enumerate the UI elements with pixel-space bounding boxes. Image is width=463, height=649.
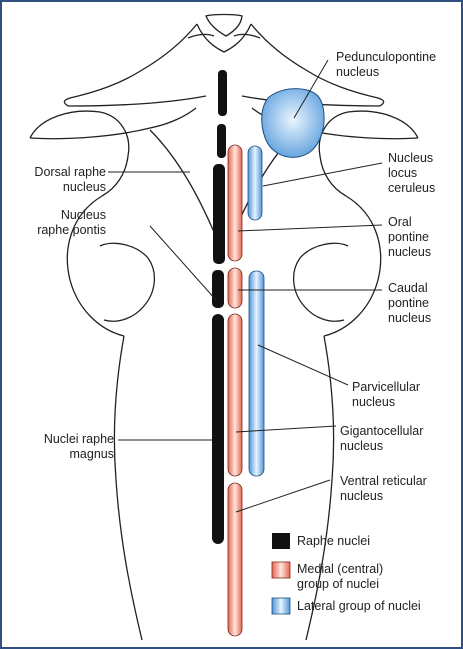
raphe-segment	[212, 270, 224, 308]
raphe-segment	[212, 314, 224, 544]
label-caudal-pontine: Caudal pontine nucleus	[388, 281, 432, 325]
legend-swatch-raphe	[272, 533, 290, 549]
legend-label-medial: Medial (central) group of nuclei	[297, 562, 384, 591]
raphe-nuclei	[212, 70, 227, 544]
locus-ceruleus-bar	[247, 145, 263, 221]
label-oral-pontine: Oral pontine nucleus	[388, 215, 432, 259]
label-nucleus-raphe-pontis: Nucleus raphe pontis	[37, 208, 106, 237]
medial-nuclei	[227, 144, 243, 637]
caudal-pontine-bar	[227, 267, 243, 309]
label-gigantocellular: Gigantocellular nucleus	[340, 424, 424, 453]
label-locus-ceruleus: Nucleus locus ceruleus	[388, 151, 436, 195]
legend-swatches	[271, 533, 291, 615]
label-parvicellular: Parvicellular nucleus	[352, 380, 421, 409]
label-dorsal-raphe: Dorsal raphe nucleus	[34, 165, 106, 194]
lateral-nuclei	[247, 145, 265, 477]
pedunculopontine-shape	[261, 88, 325, 158]
legend-swatch-medial	[271, 561, 291, 579]
oral-pontine-bar	[227, 144, 243, 262]
raphe-segment	[218, 70, 227, 116]
label-nuclei-raphe-magnus: Nuclei raphe magnus	[43, 432, 114, 461]
label-pedunculopontine: Pedunculopontine nucleus	[336, 50, 437, 79]
leader-lines	[108, 59, 383, 513]
raphe-segment	[213, 164, 225, 264]
legend-label-lateral: Lateral group of nuclei	[297, 599, 421, 613]
label-ventral-reticular: Ventral reticular nucleus	[340, 474, 427, 503]
gigantocellular-bar	[227, 313, 243, 477]
legend-swatch-lateral	[271, 597, 291, 615]
legend-label-raphe: Raphe nuclei	[297, 534, 370, 548]
parvicellular-bar	[248, 270, 265, 477]
raphe-segment	[217, 124, 226, 158]
ventral-reticular-bar	[227, 482, 243, 637]
